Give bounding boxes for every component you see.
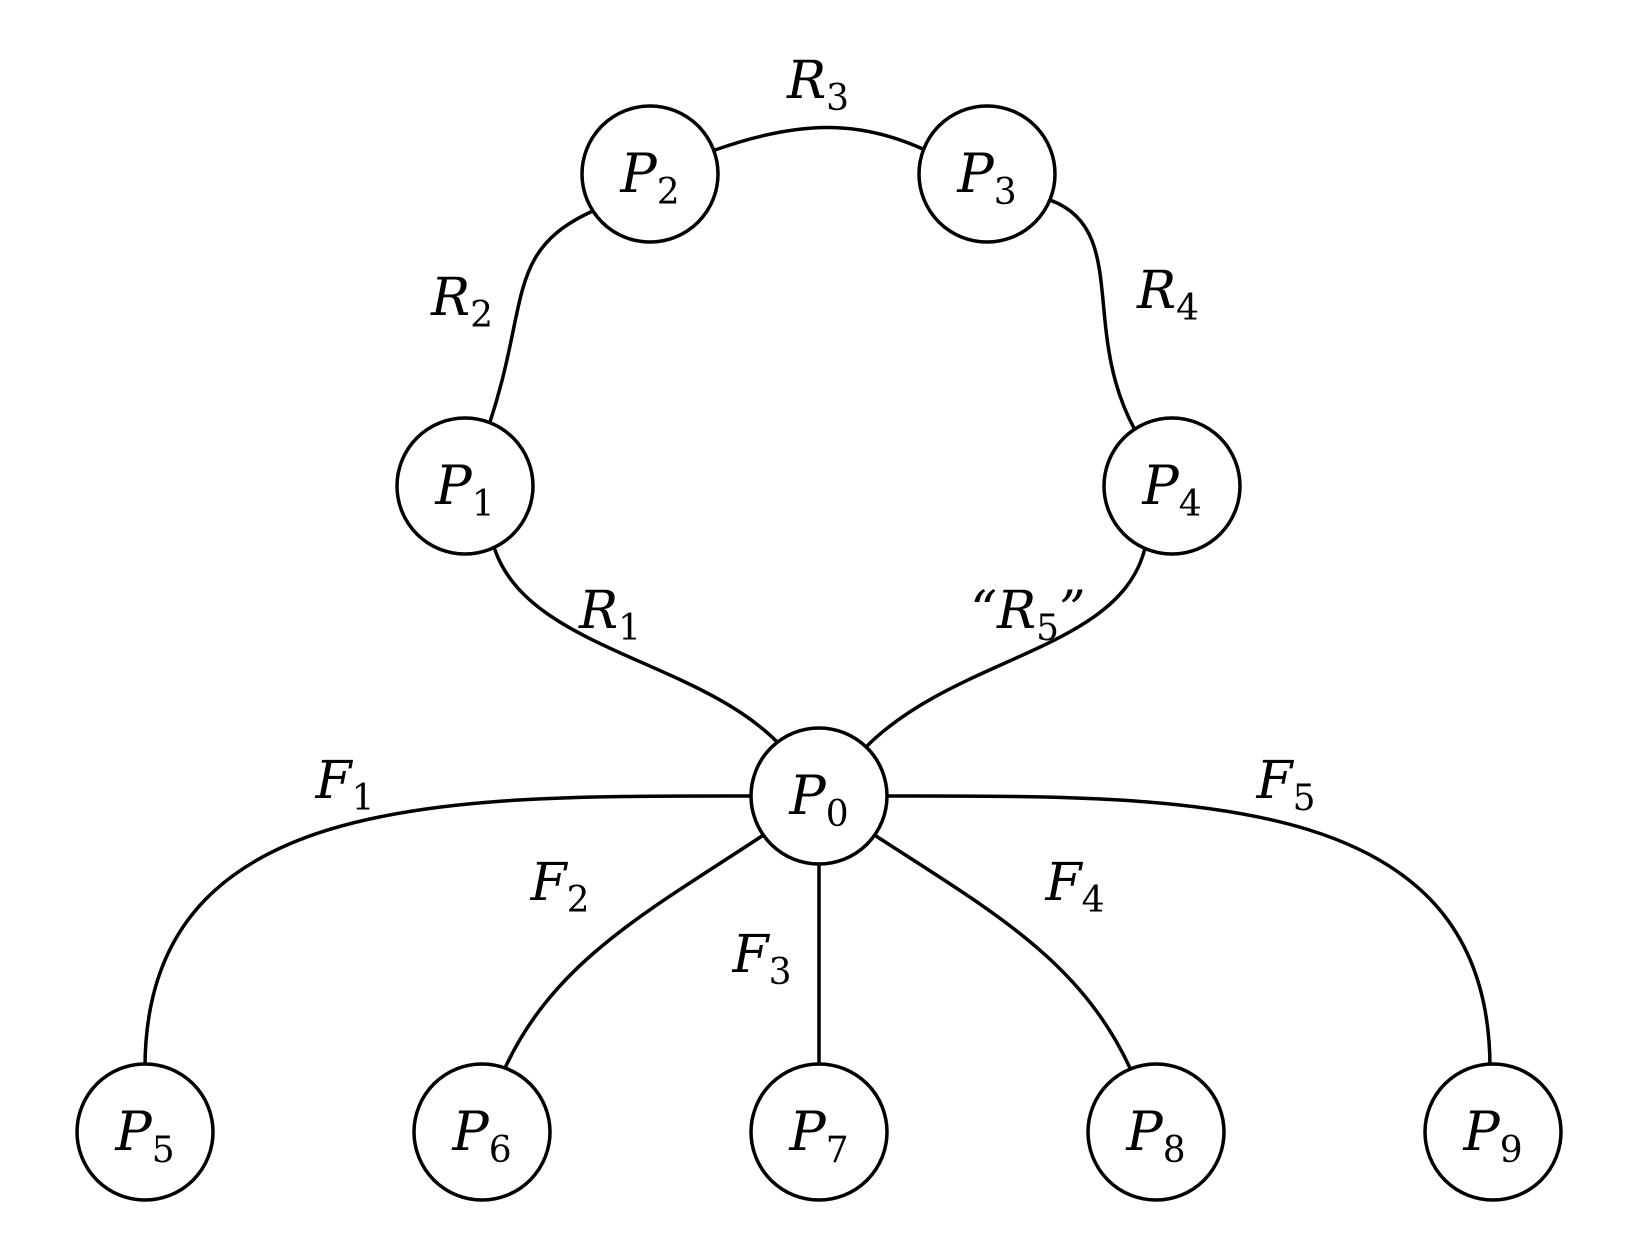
edge-label-f1: F1 <box>315 751 375 819</box>
edge-f1 <box>143 794 754 1070</box>
node-p5-subscript: 5 <box>152 1130 175 1171</box>
node-p6-subscript: 6 <box>489 1130 512 1171</box>
node-p3: P3 <box>917 104 1057 244</box>
edge-f4 <box>874 834 1132 1070</box>
svg-text:P9: P9 <box>1462 1100 1522 1171</box>
node-p4-label: P <box>1141 454 1180 517</box>
edge-r3 <box>713 125 927 152</box>
node-p2: P2 <box>580 104 720 244</box>
svg-text:P2: P2 <box>619 142 679 213</box>
node-p0: P0 <box>749 726 889 866</box>
node-p6: P6 <box>412 1062 552 1202</box>
svg-text:P0: P0 <box>788 764 848 835</box>
node-p9-label: P <box>1462 1100 1501 1163</box>
node-p3-label: P <box>956 142 995 205</box>
node-p9: P9 <box>1423 1062 1563 1202</box>
node-p0-subscript: 0 <box>826 794 849 835</box>
node-p8-subscript: 8 <box>1163 1130 1186 1171</box>
node-p0-label: P <box>788 764 827 827</box>
edge-label-r4: R4 <box>1136 261 1199 329</box>
svg-text:P4: P4 <box>1141 454 1201 525</box>
svg-text:P7: P7 <box>788 1100 848 1171</box>
node-p2-subscript: 2 <box>657 172 680 213</box>
node-p5: P5 <box>75 1062 215 1202</box>
svg-text:P1: P1 <box>434 454 494 525</box>
node-p5-label: P <box>114 1100 153 1163</box>
node-p8-label: P <box>1125 1100 1164 1163</box>
edge-r1 <box>493 548 782 747</box>
node-p2-label: P <box>619 142 658 205</box>
node-p6-label: P <box>451 1100 490 1163</box>
edge-label-r5: “R5” <box>970 581 1085 649</box>
edge-f5 <box>884 794 1492 1070</box>
edge-label-f3: F3 <box>732 925 792 993</box>
node-p1: P1 <box>395 416 535 556</box>
edge-label-r1: R1 <box>578 581 641 649</box>
node-p7: P7 <box>749 1062 889 1202</box>
svg-text:P8: P8 <box>1125 1100 1185 1171</box>
node-p1-subscript: 1 <box>472 484 495 525</box>
edge-labels: R1 R2 R3 R4 “R5” F1 F2 F3 F4 F5 <box>315 51 1316 993</box>
svg-text:P6: P6 <box>451 1100 511 1171</box>
node-p4-subscript: 4 <box>1179 484 1202 525</box>
edge-label-f2: F2 <box>530 853 590 921</box>
edge-r4 <box>1048 198 1137 432</box>
edge-label-f5: F5 <box>1256 751 1316 819</box>
edge-f2 <box>503 834 764 1070</box>
node-p9-subscript: 9 <box>1500 1130 1523 1171</box>
edge-r5 <box>866 546 1147 747</box>
node-p8: P8 <box>1086 1062 1226 1202</box>
svg-text:P3: P3 <box>956 142 1016 213</box>
node-p1-label: P <box>434 454 473 517</box>
node-p3-subscript: 3 <box>994 172 1017 213</box>
edge-r2 <box>488 208 597 424</box>
node-p7-label: P <box>788 1100 827 1163</box>
node-p4: P4 <box>1102 416 1242 556</box>
nodes: P0 P1 P2 P3 P4 P5 P6 P7 <box>75 104 1563 1202</box>
edge-label-r2: R2 <box>430 268 493 336</box>
edge-label-f4: F4 <box>1045 853 1105 921</box>
node-p7-subscript: 7 <box>826 1130 849 1171</box>
edge-label-r3: R3 <box>786 51 849 119</box>
svg-text:P5: P5 <box>114 1100 174 1171</box>
edges <box>143 125 1492 1070</box>
